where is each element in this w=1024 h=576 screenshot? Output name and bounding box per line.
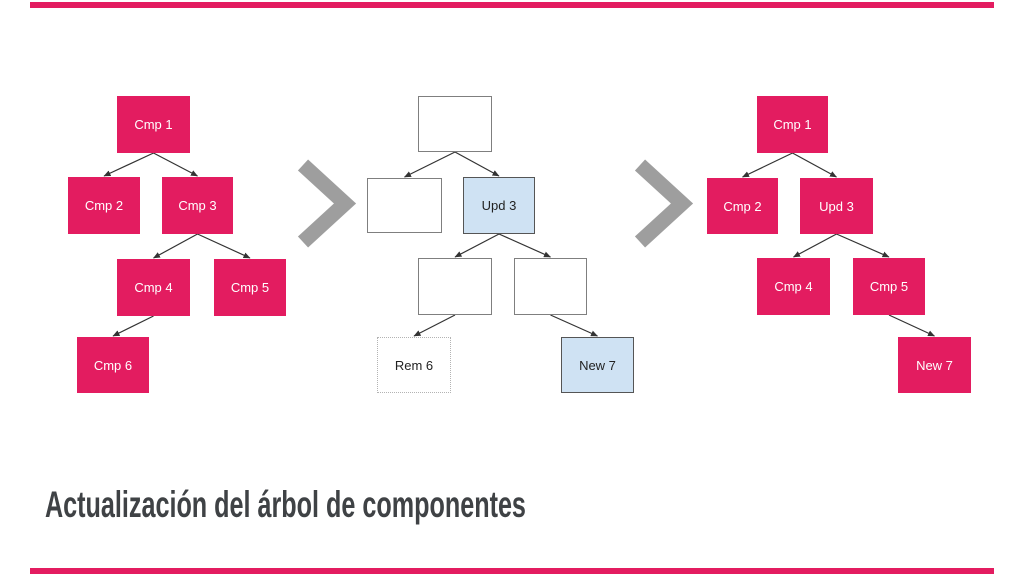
tree-edge-arrow [153, 233, 198, 259]
node-label: Cmp 1 [773, 117, 812, 132]
tree-node-cmp-6: Cmp 6 [77, 337, 149, 393]
node-label: New 7 [916, 357, 953, 373]
tree-edge-arrow [793, 233, 837, 258]
node-label: Cmp 5 [230, 280, 270, 295]
node-label: Upd 3 [481, 198, 517, 213]
chevron-next-icon [634, 159, 694, 248]
tree-edge-arrow [112, 315, 154, 337]
tree-edge-arrow [413, 314, 456, 337]
tree-edge-arrow [550, 314, 598, 337]
tree-node-new-7: New 7 [561, 337, 634, 393]
slide-accent-bar-top [30, 2, 994, 8]
tree-node-cmp-2: Cmp 2 [707, 178, 778, 234]
tree-node-cmp-1: Cmp 1 [757, 96, 828, 153]
tree-node-cmp-1: Cmp 1 [117, 96, 190, 153]
node-label: Cmp 5 [869, 279, 909, 294]
tree-node-empty [418, 258, 492, 315]
node-label: Cmp 1 [134, 117, 173, 132]
node-label: New 7 [579, 357, 616, 373]
tree-node-cmp-3: Cmp 3 [162, 177, 233, 234]
node-label: Cmp 6 [93, 357, 133, 373]
tree-edge-arrow [404, 151, 456, 178]
node-label: Cmp 4 [774, 279, 813, 294]
node-label: Cmp 4 [134, 280, 173, 295]
tree-edge-arrow [498, 233, 551, 258]
tree-node-cmp-5: Cmp 5 [853, 258, 925, 315]
tree-edge-arrow [454, 151, 500, 177]
tree-edge-arrow [792, 152, 837, 178]
tree-edge-arrow [742, 152, 793, 178]
tree-node-cmp-2: Cmp 2 [68, 177, 140, 234]
node-label: Cmp 2 [723, 198, 762, 214]
chevron-next-icon [297, 159, 357, 248]
tree-edge-arrow [836, 233, 890, 258]
node-label: Cmp 2 [84, 198, 124, 213]
tree-node-cmp-4: Cmp 4 [117, 259, 190, 316]
tree-node-cmp-4: Cmp 4 [757, 258, 830, 315]
tree-node-empty [514, 258, 587, 315]
tree-node-new-7: New 7 [898, 337, 971, 393]
tree-node-empty [418, 96, 492, 152]
node-label: Cmp 3 [178, 198, 217, 213]
tree-node-empty [367, 178, 442, 233]
tree-node-upd-3: Upd 3 [800, 178, 873, 234]
node-label: Upd 3 [819, 198, 854, 214]
tree-edge-arrow [197, 233, 251, 259]
tree-edge-arrow [454, 233, 500, 258]
node-label: Rem 6 [394, 357, 434, 373]
slide-accent-bar-bottom [30, 568, 994, 574]
tree-node-cmp-5: Cmp 5 [214, 259, 286, 316]
tree-edge-arrow [888, 314, 935, 337]
tree-edge-arrow [153, 152, 198, 177]
tree-edge-arrow [103, 152, 154, 177]
tree-node-upd-3: Upd 3 [463, 177, 535, 234]
slide-title: Actualización del árbol de componentes [45, 484, 526, 525]
tree-node-rem-6: Rem 6 [377, 337, 451, 393]
